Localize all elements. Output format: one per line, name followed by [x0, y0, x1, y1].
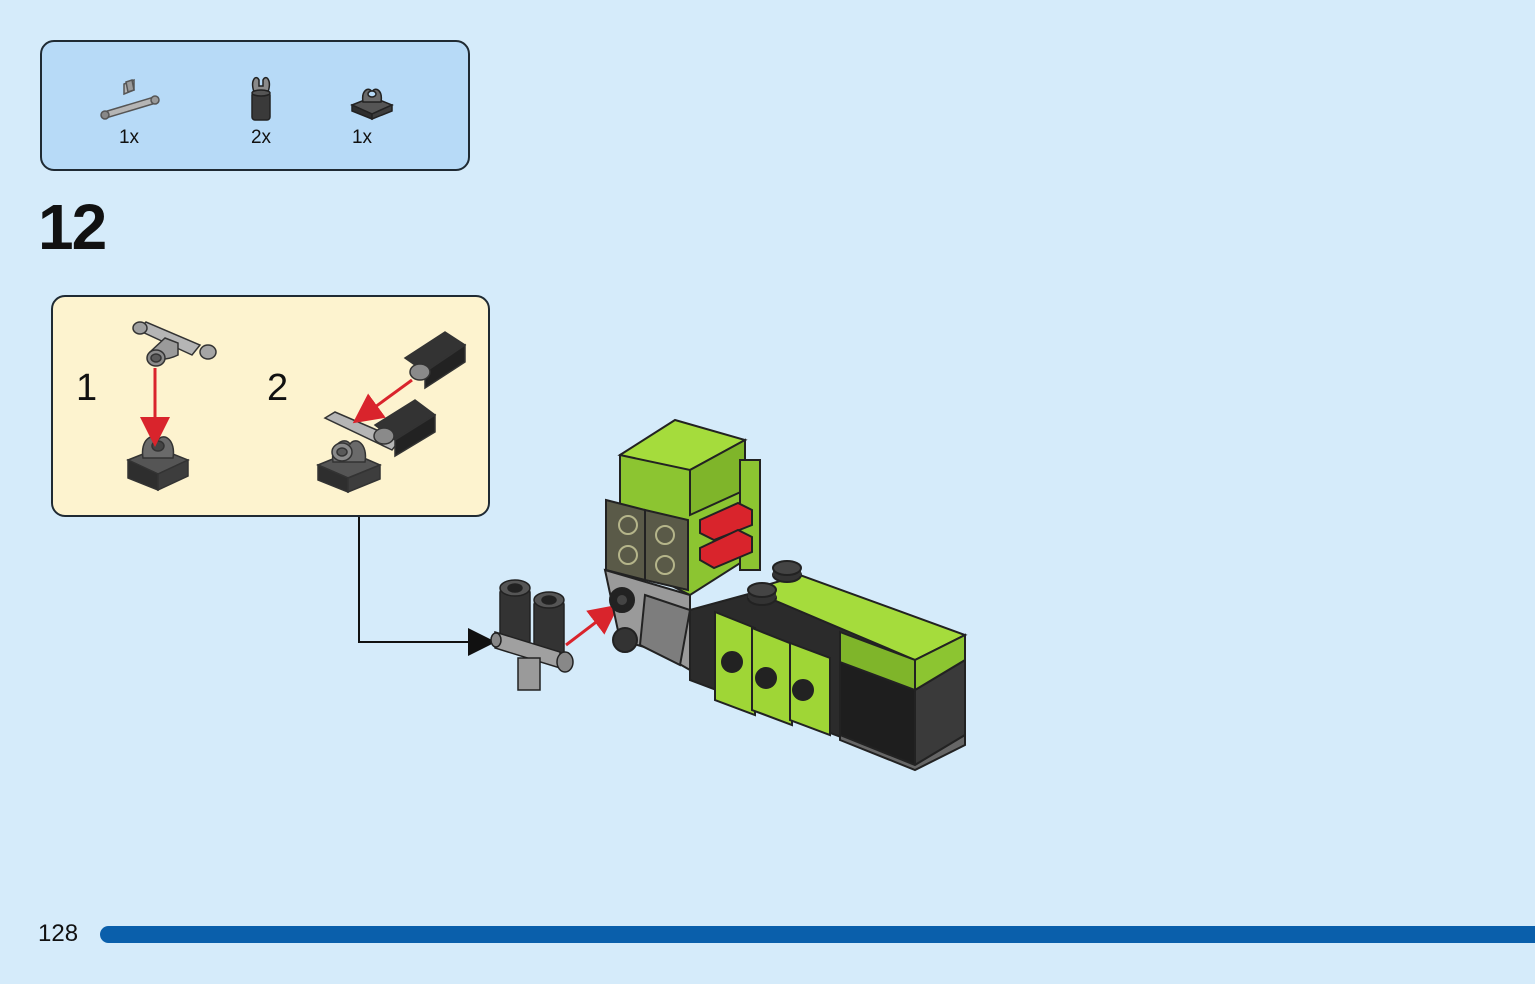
substep-1-illustration — [126, 321, 217, 492]
part-quantity: 1x — [351, 127, 373, 148]
substep-2-arrow — [352, 378, 413, 424]
part-t-bar: 1x — [94, 72, 164, 162]
main-model — [603, 418, 968, 772]
substep-number: 1 — [76, 367, 98, 409]
clip-bar-piece-icon — [251, 76, 271, 121]
t-bar-piece-icon — [100, 78, 160, 120]
sub-assembly-piece — [490, 579, 574, 691]
part-quantity: 2x — [250, 127, 272, 148]
step-number: 12 — [38, 191, 107, 263]
parts-list-box: 1x 2x 1x — [40, 40, 470, 171]
attach-arrow — [565, 604, 620, 647]
substep-number: 2 — [267, 367, 289, 409]
callout-connector-arrow — [358, 517, 496, 656]
part-clip-plate: 1x — [327, 72, 397, 162]
part-clip-bar: 2x — [226, 72, 296, 162]
page-number: 128 — [38, 920, 79, 947]
progress-bar — [100, 926, 1535, 943]
clip-plate-piece-icon — [350, 88, 394, 121]
part-quantity: 1x — [118, 127, 140, 148]
substep-2-illustration — [316, 331, 467, 494]
